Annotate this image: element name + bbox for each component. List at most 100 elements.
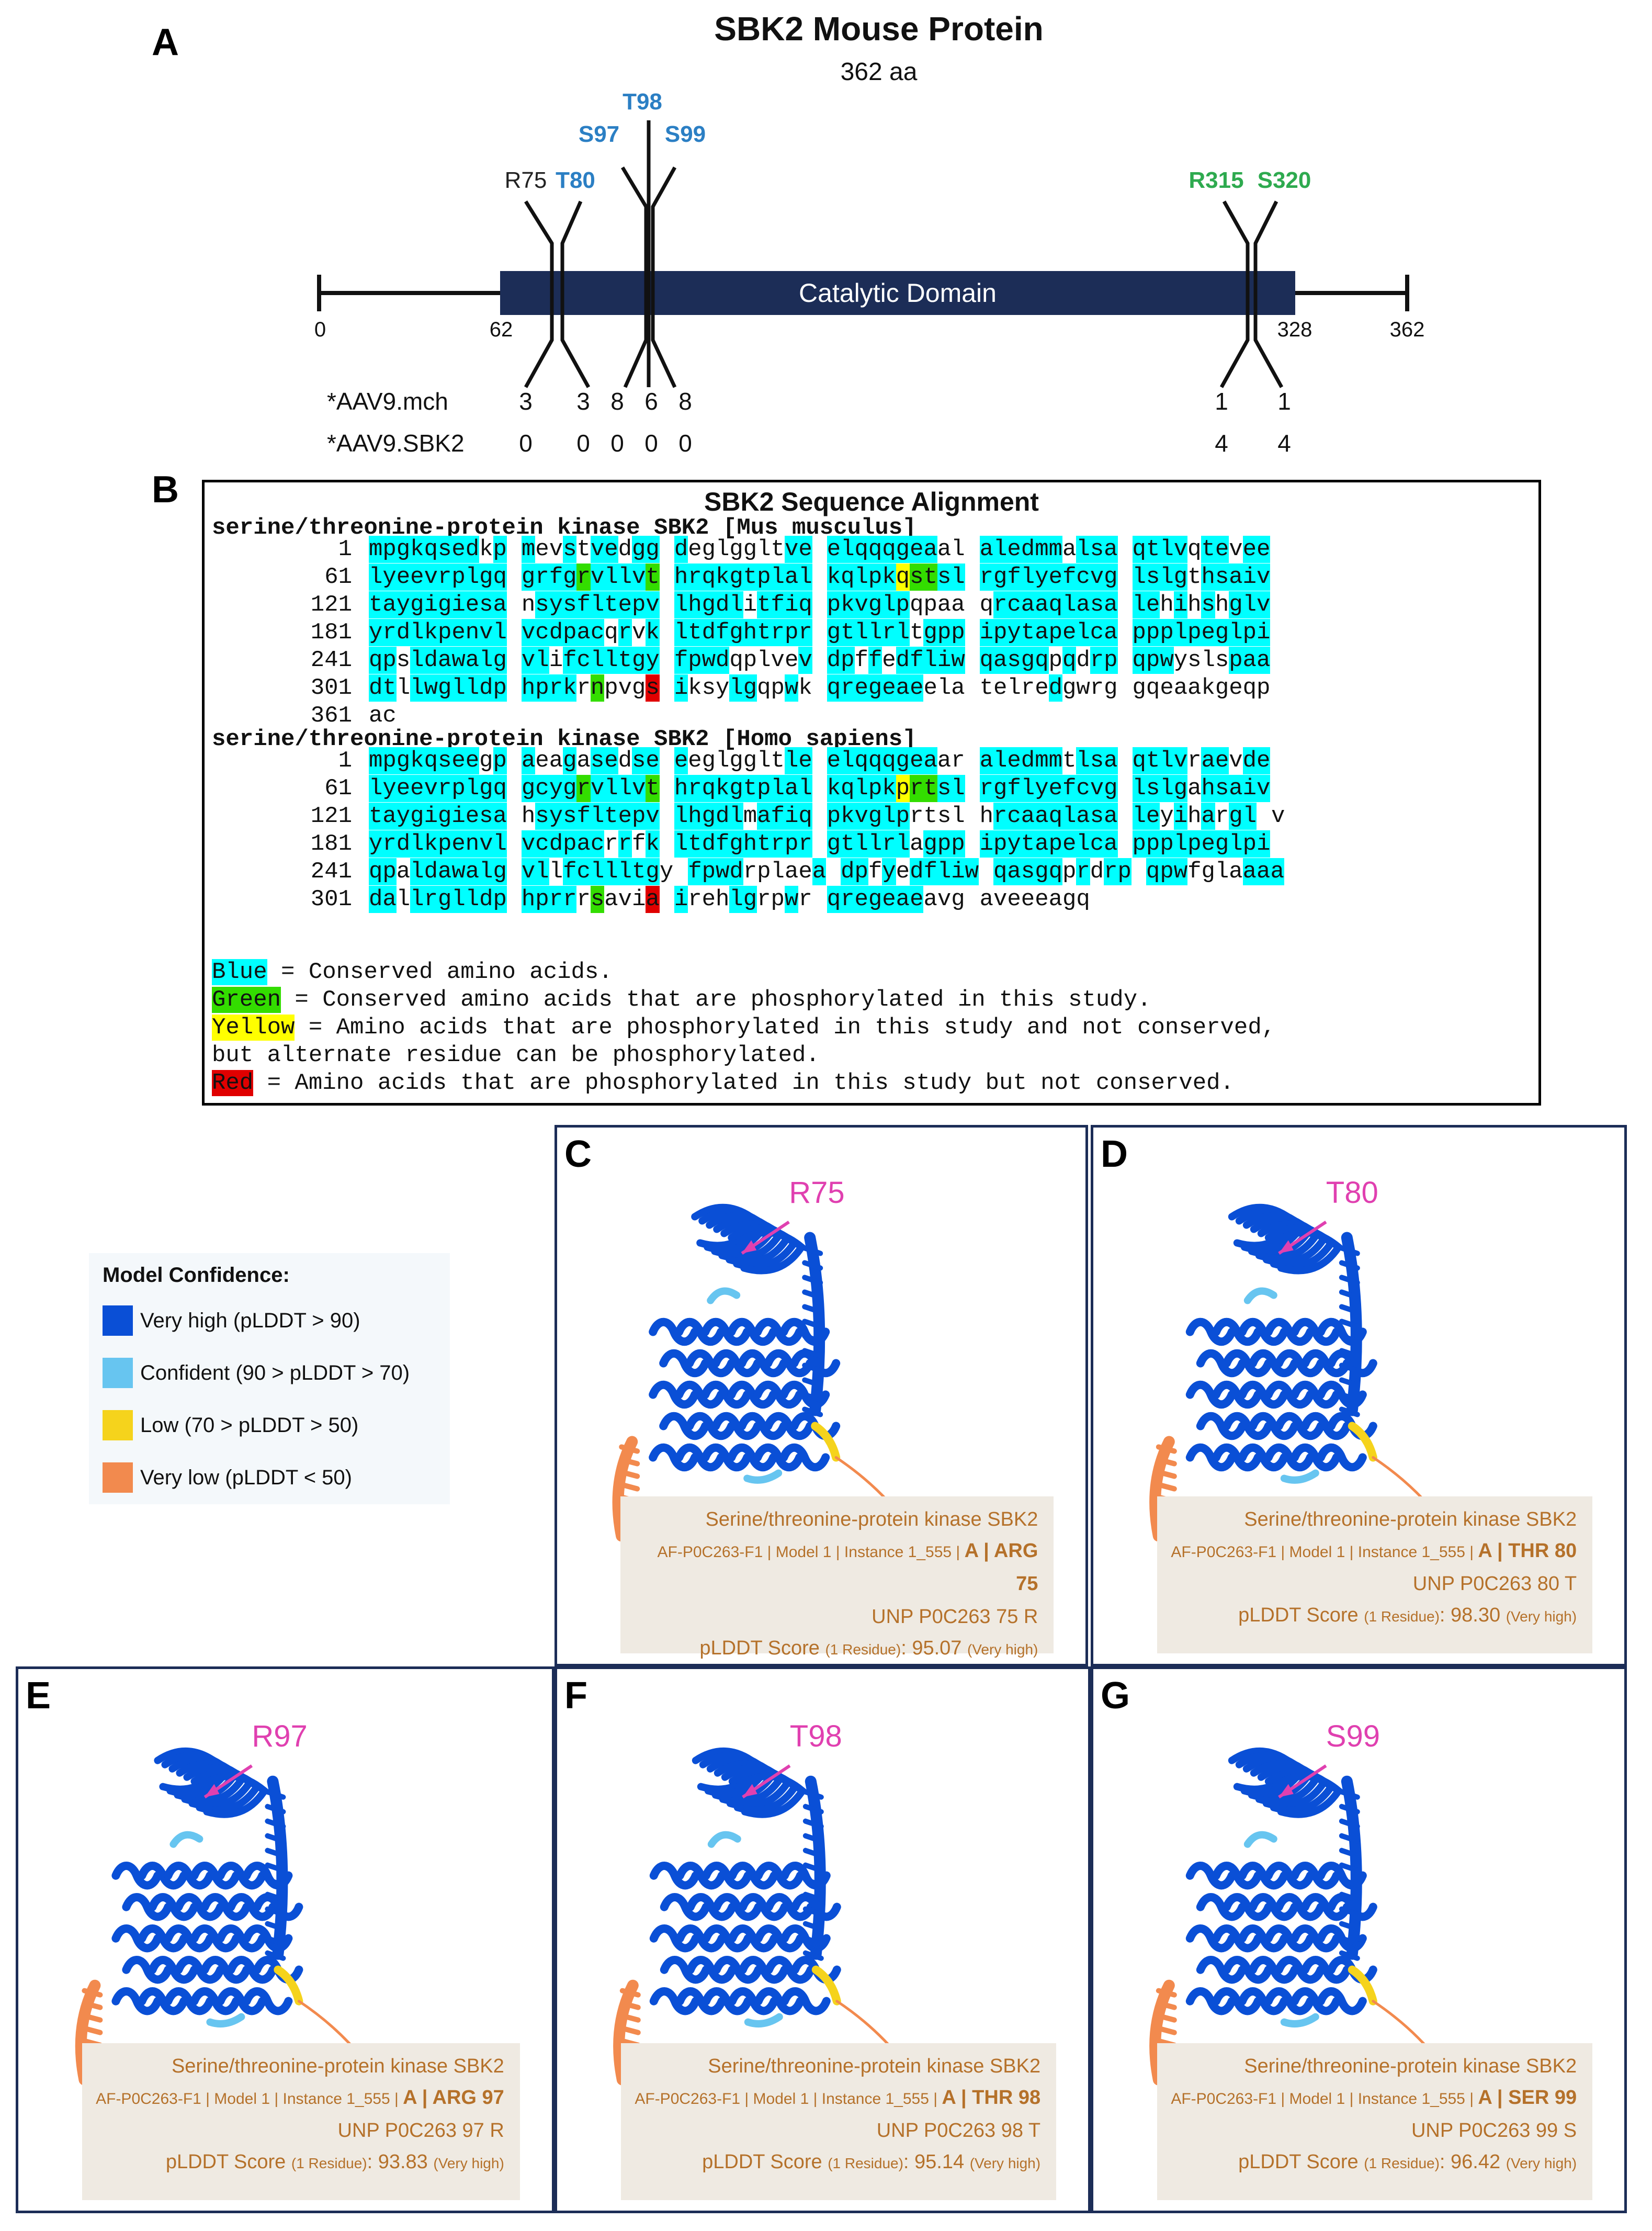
highlighted-residue-label: T80 [1326,1175,1378,1210]
legend-key: Yellow [212,1015,295,1041]
legend-entry: Blue = Conserved amino acids. [212,959,613,986]
scale-62: 62 [489,318,513,341]
sequence-row: 1 mpgkqseegp aeagasedse eeglggltle elqqqgeaa… [212,747,1285,774]
sequence-position: 241 [310,647,352,673]
sequence-position: 61 [324,775,352,802]
sequence-block: yrdlkpenvl [369,830,507,858]
site-s320: S320 [1257,167,1311,193]
sequence-position: 61 [324,564,352,590]
sequence-block: dpfyedfliw [841,858,979,885]
sequence-block: kqlpkqstsl [827,564,965,591]
sequence-block: leyihargl [1132,803,1257,830]
leader-r315 [1219,200,1250,388]
sequence-position: 241 [310,859,352,885]
highlighted-residue-label: R97 [252,1719,308,1753]
leader-s99 [651,166,677,388]
sequence-block: yrdlkpenvl [369,619,507,646]
sequence-block: taygigiesa [369,591,507,618]
sequence-block: v [1271,803,1285,829]
swatch-very-high [103,1305,133,1336]
plddt-score: pLDDT Score (1 Residue): 98.30 (Very hig… [1238,1604,1577,1626]
sequence-block: qpwyslspaa [1132,647,1271,674]
confidence-item-confident: Confident (90 > pLDDT > 70) [103,1358,410,1388]
uniprot-reference: UNP P0C263 75 R [872,1606,1038,1628]
sequence-block: aeagasedse [521,747,660,774]
sequence-block: lehihshglv [1132,591,1271,618]
confidence-label: Very low (pLDDT < 50) [140,1466,352,1489]
count-mch-t80: 3 [576,388,590,415]
sequence-block: mpgkqsedkp [369,536,507,563]
count-sbk2-s97: 0 [610,430,624,457]
sequence-block: hsysfltepv [521,803,660,830]
legend-text: = Amino acids that are phosphorylated in… [295,1015,1276,1041]
protein-structure-render [75,1747,426,2181]
panel-label-b: B [152,469,179,511]
sequence-block: rgflyefcvg [979,775,1118,802]
site-s97: S97 [578,121,620,147]
sequence-block: vcdpacrrfk [521,830,660,858]
sequence-position: 1 [338,748,352,774]
plddt-score: pLDDT Score (1 Residue): 93.83 (Very hig… [165,2151,504,2173]
sequence-block: gqeaakgeqp [1132,675,1271,701]
count-mch-s320: 1 [1277,388,1291,415]
sequence-block: hprrrsavia [521,886,660,913]
site-t98: T98 [623,89,662,115]
confidence-legend-title: Model Confidence: [103,1264,290,1287]
sequence-block: elqqqgeaar [827,747,965,774]
sequence-block: qregeaeela [827,674,965,702]
sequence-block: iksylgqpwk [674,674,812,702]
protein-name: Serine/threonine-protein kinase SBK2 [171,2055,504,2077]
protein-structure-render [1149,1203,1500,1637]
sequence-block: gtllrltgpp [827,619,965,646]
sequence-block: pkvglpqpaa [827,591,965,618]
sequence-block: ppplpeglpi [1132,830,1271,858]
sequence-block: telredgwrg [979,674,1118,702]
highlighted-residue-label: R75 [789,1175,845,1210]
sequence-block: qrcaaqlasa [979,591,1118,618]
model-instance: AF-P0C263-F1 | Model 1 | Instance 1_555 … [1171,1540,1577,1562]
sequence-block: eeglggltle [674,747,812,774]
legend-key: Red [212,1070,254,1096]
sequence-block: aledmmalsa [979,536,1118,563]
model-instance: AF-P0C263-F1 | Model 1 | Instance 1_555 … [1171,2087,1577,2109]
uniprot-reference: UNP P0C263 97 R [337,2120,504,2142]
count-mch-r315: 1 [1215,388,1228,415]
swatch-low [103,1410,133,1440]
sequence-block: mpgkqseegp [369,747,507,774]
count-sbk2-t80: 0 [576,430,590,457]
sequence-block: fpwdrplaea [688,858,827,885]
plddt-score: pLDDT Score (1 Residue): 95.07 (Very hig… [699,1637,1038,1659]
sequence-block: dallrglldp [369,886,507,913]
sequence-block: lslgthsaiv [1132,564,1271,591]
confidence-label: Confident (90 > pLDDT > 70) [140,1361,410,1384]
sequence-block: vlifclltgy [521,647,660,674]
leader-s320 [1253,200,1284,388]
legend-key: Blue [212,959,267,985]
swatch-confident [103,1358,133,1388]
site-t80: T80 [556,167,595,193]
sequence-block: lslgahsaiv [1132,775,1271,802]
sequence-block: fpwdqplvev [674,647,812,674]
sequence-position: 121 [310,592,352,618]
sequence-position: 361 [310,703,352,729]
panel-label-a: A [152,21,179,63]
sequence-block: pkvglprtsl [827,803,965,830]
sequence-block: qasgqprdrp [993,858,1131,885]
sequence-position: 1 [338,536,352,562]
legend-entry: but alternate residue can be phosphoryla… [212,1042,820,1069]
sequence-block: ipytapelca [979,830,1118,858]
site-r315: R315 [1189,167,1244,193]
legend-text: = Conserved amino acids. [267,959,613,985]
sequence-block: aveeeagq [979,886,1090,912]
